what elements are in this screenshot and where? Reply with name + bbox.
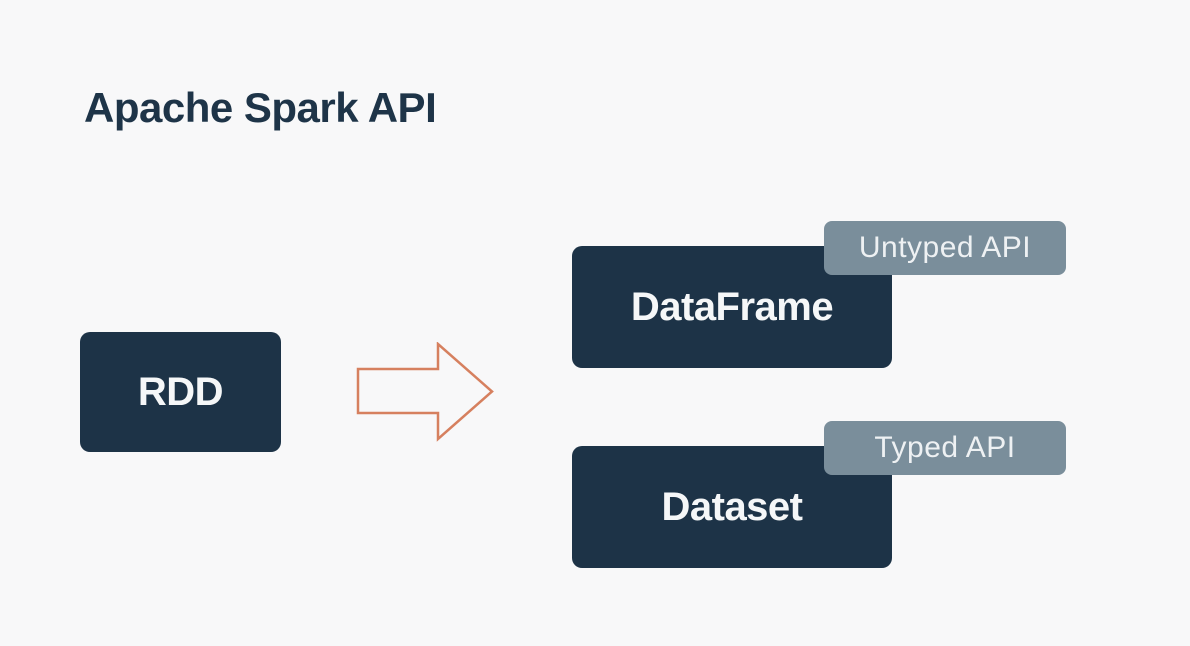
page-title: Apache Spark API xyxy=(84,84,437,131)
dataset-node-label: Dataset xyxy=(661,484,803,529)
untyped-api-badge-label: Untyped API xyxy=(858,231,1032,264)
rdd-node-label: RDD xyxy=(137,369,224,414)
rdd-node: RDD xyxy=(80,332,281,452)
untyped-api-badge: Untyped API xyxy=(824,221,1066,275)
dataframe-node-label: DataFrame xyxy=(630,284,834,329)
dataset-node: Dataset xyxy=(572,446,892,568)
arrow-right-icon xyxy=(356,342,495,442)
typed-api-badge: Typed API xyxy=(824,421,1066,475)
typed-api-badge-label: Typed API xyxy=(874,431,1016,464)
